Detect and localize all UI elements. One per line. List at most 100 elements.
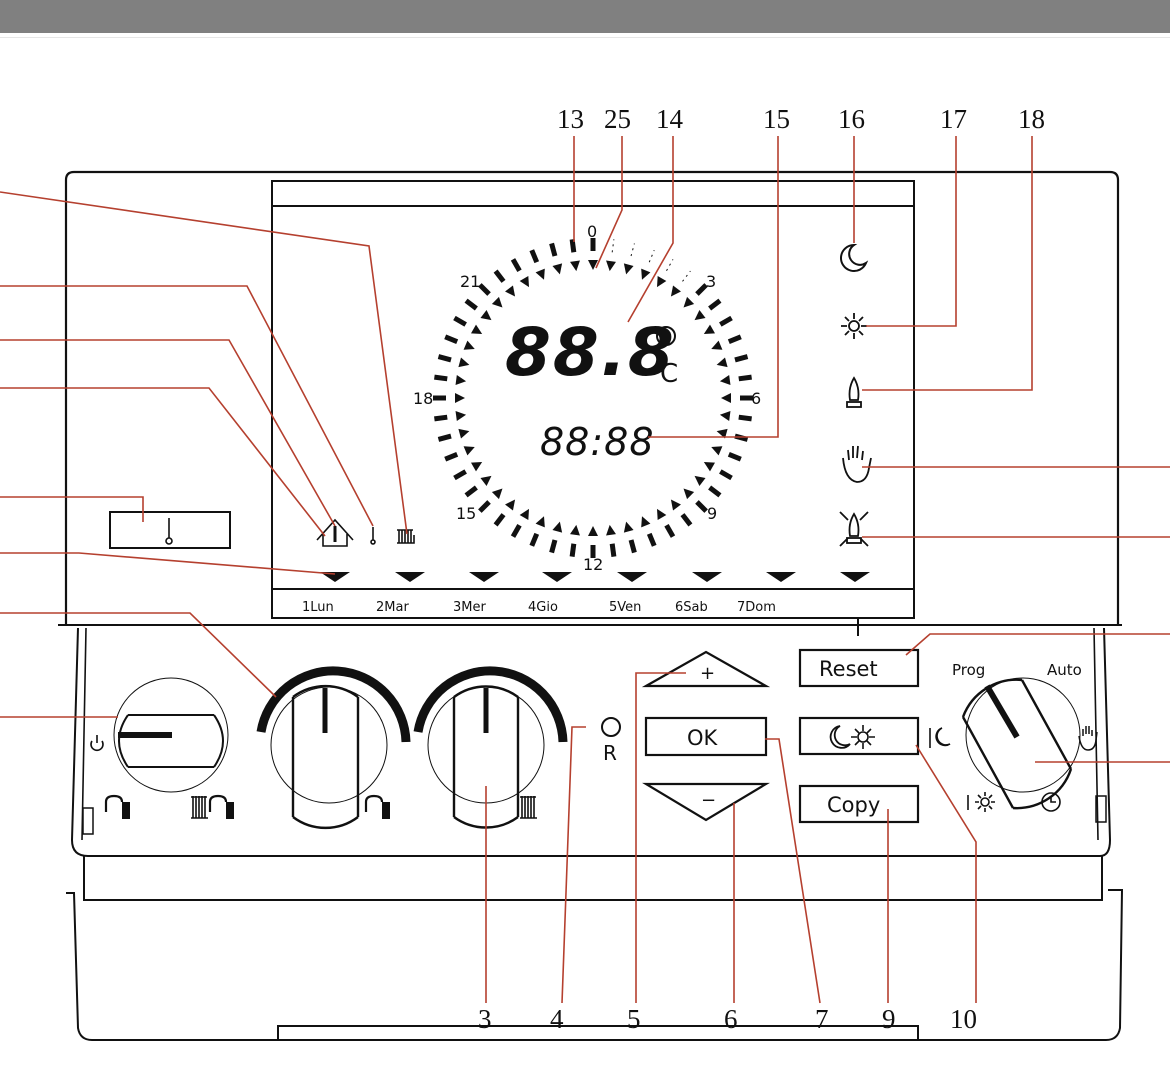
day-arrow: [320, 572, 350, 582]
day-icon: [967, 792, 995, 812]
day-indicators: [320, 572, 870, 582]
ring-marker: [570, 260, 580, 272]
minus-button-label: −: [701, 790, 716, 811]
callout-4: 4: [550, 1004, 564, 1034]
day-arrow: [617, 572, 647, 582]
radiator-tap-icon: [191, 794, 234, 819]
day-label: 5Ven: [609, 600, 641, 615]
hour-label-12: 12: [583, 555, 603, 574]
callout-10: 10: [950, 1004, 977, 1034]
day-label: 4Gio: [528, 600, 558, 615]
callout-7: 7: [815, 1004, 829, 1034]
ring-marker: [657, 508, 667, 521]
header-divider: [0, 37, 1170, 38]
sun-icon: [851, 725, 875, 749]
day-label: 2Mar: [376, 600, 409, 615]
ring-marker: [721, 393, 731, 403]
ring-marker: [670, 499, 681, 511]
ring-marker: [719, 375, 731, 385]
ring-marker: [683, 488, 695, 500]
heating-radiator-icon: [520, 796, 537, 819]
ring-segment: [734, 354, 749, 363]
ring-segment: [727, 451, 742, 462]
callout-14: 14: [656, 104, 684, 134]
minus-button[interactable]: −: [642, 782, 770, 822]
callout-17: 17: [940, 104, 967, 134]
status-icons: [839, 243, 872, 547]
hot-water-tap-icon: [364, 794, 390, 819]
callout-18: 18: [1018, 104, 1045, 134]
ring-segment: [434, 374, 448, 382]
ring-segment: [453, 315, 467, 327]
moon-icon: [840, 243, 869, 272]
ring-marker: [711, 446, 723, 456]
ring-segment: [628, 539, 637, 554]
ring-marker: [719, 411, 731, 421]
plus-button[interactable]: +: [641, 650, 771, 688]
callout-15: 15: [763, 104, 790, 134]
ring-marker: [480, 310, 492, 321]
ring-marker: [670, 285, 681, 297]
ring-marker: [455, 375, 467, 385]
ring-segment: [680, 513, 693, 527]
ring-segment: [549, 539, 558, 554]
day-night-button[interactable]: [798, 716, 920, 756]
callout-3: 3: [478, 1004, 492, 1034]
day-label: 3Mer: [453, 600, 486, 615]
hour-label-18: 18: [413, 389, 433, 408]
ok-button-label: OK: [687, 726, 719, 750]
hot-water-knob[interactable]: [256, 666, 411, 830]
day-arrow: [395, 572, 425, 582]
power-icon: [90, 735, 104, 752]
radiator-icon: [397, 529, 415, 544]
ring-marker: [570, 524, 580, 536]
day-label: 1Lun: [302, 600, 334, 615]
ring-segment: [434, 414, 448, 422]
ring-segment: [569, 543, 577, 557]
ring-segment: [738, 414, 752, 422]
ring-segment: [719, 315, 733, 327]
hand-icon: [842, 445, 872, 483]
ring-marker: [552, 263, 563, 275]
hour-ring: [433, 238, 753, 558]
copy-button[interactable]: Copy: [798, 784, 920, 824]
ring-segment: [437, 433, 452, 442]
ring-marker: [519, 275, 529, 288]
clock-icon: [1041, 792, 1061, 812]
ring-marker: [505, 285, 516, 297]
callout-9: 9: [882, 1004, 896, 1034]
bottom-callouts: 3 4 5 6 7 9 10: [478, 1004, 977, 1034]
reset-led[interactable]: [601, 717, 621, 737]
ring-marker: [623, 521, 634, 533]
ring-segment: [569, 239, 577, 253]
flame-off-icon: [839, 511, 869, 547]
ok-button[interactable]: OK: [644, 716, 768, 757]
ring-marker: [458, 428, 470, 439]
ring-segment: [453, 469, 467, 481]
reset-led-label: R: [603, 741, 617, 765]
operating-mode-dial[interactable]: [961, 677, 1081, 810]
ring-marker: [505, 499, 516, 511]
day-label: 7Dom: [737, 600, 776, 615]
time-readout: 88:88: [540, 420, 655, 464]
ring-marker: [458, 357, 470, 368]
mode-selector-knob[interactable]: [113, 677, 229, 793]
ring-segment: [682, 270, 691, 282]
callout-25: 25: [604, 104, 631, 134]
ring-segment: [708, 485, 722, 498]
hour-labels: 0 3 6 9 12 15 18 21: [413, 222, 761, 574]
ring-segment: [708, 298, 722, 311]
heating-knob[interactable]: [413, 666, 568, 829]
reset-button[interactable]: Reset: [798, 648, 920, 688]
ring-marker: [641, 516, 651, 528]
ring-marker: [703, 324, 716, 334]
hour-label-15: 15: [456, 504, 476, 523]
ring-marker: [491, 488, 503, 500]
thermometer-button[interactable]: [109, 511, 231, 549]
ring-marker: [623, 263, 634, 275]
ring-segment: [727, 334, 742, 345]
ring-marker: [694, 310, 706, 321]
ring-segment: [529, 249, 540, 264]
ring-segment: [738, 374, 752, 382]
